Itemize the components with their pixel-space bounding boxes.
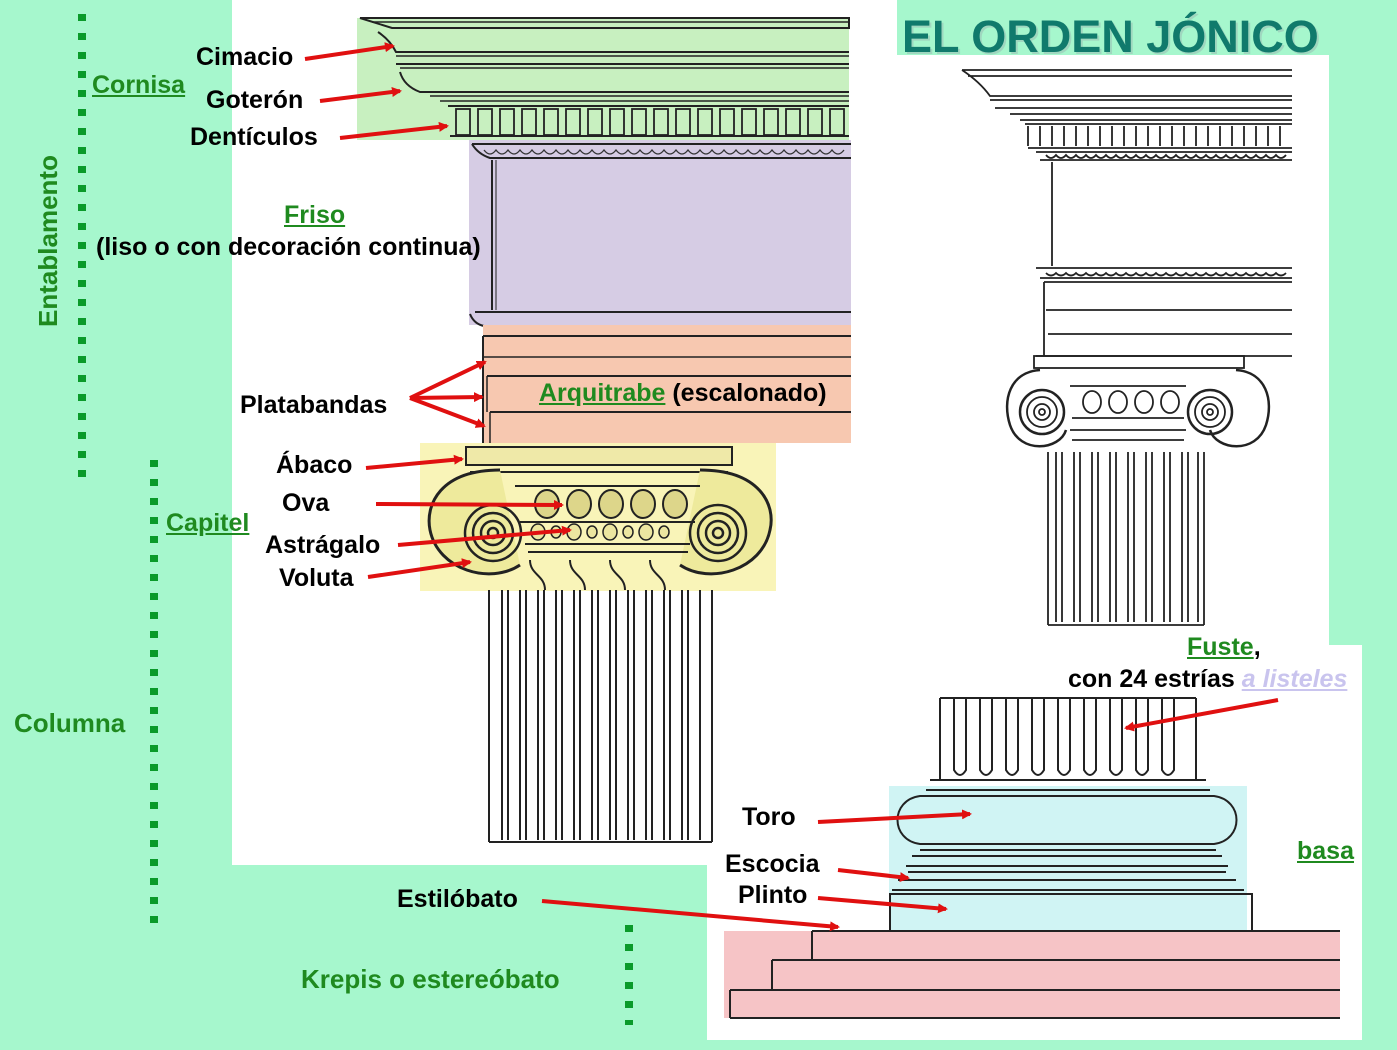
label-friso-desc: (liso o con decoración continua): [96, 233, 481, 261]
link-a-listeles[interactable]: a listeles: [1241, 665, 1348, 693]
label-astragalo: Astrágalo: [265, 531, 381, 559]
link-arquitrabe[interactable]: Arquitrabe: [539, 379, 666, 407]
label-entablamento: Entablamento: [33, 155, 63, 327]
label-denticulos: Dentículos: [190, 123, 318, 151]
arrow-plinto: [817, 896, 948, 914]
capitel-drawing: [420, 443, 776, 591]
page-title: EL ORDEN JÓNICO: [902, 11, 1319, 62]
arrow-platabandas-3: [409, 396, 486, 428]
basa-detail-drawing: [724, 697, 1340, 1019]
arrow-estilobato: [541, 899, 840, 932]
label-ova: Ova: [282, 489, 330, 517]
label-fuste-desc: con 24 estrías: [1068, 665, 1235, 693]
label-cimacio: Cimacio: [196, 43, 294, 71]
friso-drawing: [469, 140, 851, 334]
arrow-voluta: [367, 558, 472, 579]
arrow-abaco: [365, 454, 464, 470]
arrow-toro: [817, 809, 972, 824]
label-platabandas: Platabandas: [240, 391, 388, 419]
arrow-denticulos: [339, 121, 449, 140]
arquitrabe-label-group: Arquitrabe (escalonado): [539, 381, 827, 406]
arrow-platabandas-2: [409, 392, 484, 403]
label-columna: Columna: [14, 708, 126, 738]
label-krepis: Krepis o estereóbato: [301, 964, 560, 994]
label-escocia: Escocia: [725, 850, 820, 878]
arrow-cimacio: [304, 42, 395, 61]
fuste-drawing: [488, 559, 713, 843]
fuste-desc-group: con 24 estrías a listeles: [1068, 667, 1347, 692]
label-voluta: Voluta: [279, 564, 354, 592]
cornisa-drawing: [357, 17, 850, 140]
link-capitel[interactable]: Capitel: [166, 509, 250, 537]
arrow-fuste: [1124, 698, 1279, 732]
label-abaco: Ábaco: [276, 451, 353, 479]
fuste-comma: ,: [1253, 633, 1261, 661]
arquitrabe-drawing: [482, 325, 851, 443]
label-goteron: Goterón: [206, 86, 304, 114]
label-estilobato: Estilóbato: [397, 885, 518, 913]
link-friso[interactable]: Friso: [284, 201, 346, 229]
label-plinto: Plinto: [738, 881, 808, 909]
label-toro: Toro: [742, 803, 796, 831]
arrow-platabandas-1: [409, 360, 487, 400]
fuste-label-group: Fuste,: [1187, 635, 1261, 660]
label-arrows: [304, 42, 1279, 932]
link-fuste[interactable]: Fuste: [1187, 633, 1254, 661]
link-cornisa[interactable]: Cornisa: [92, 71, 186, 99]
elevation-drawing: [961, 69, 1292, 626]
arrow-astragalo: [397, 525, 572, 547]
arrow-escocia: [837, 868, 910, 883]
label-arquitrabe-desc: (escalonado): [672, 379, 827, 407]
arrow-goteron: [319, 87, 402, 103]
link-basa[interactable]: basa: [1297, 837, 1354, 865]
arrow-ova: [375, 499, 564, 510]
elevation-panel: [897, 55, 1329, 645]
